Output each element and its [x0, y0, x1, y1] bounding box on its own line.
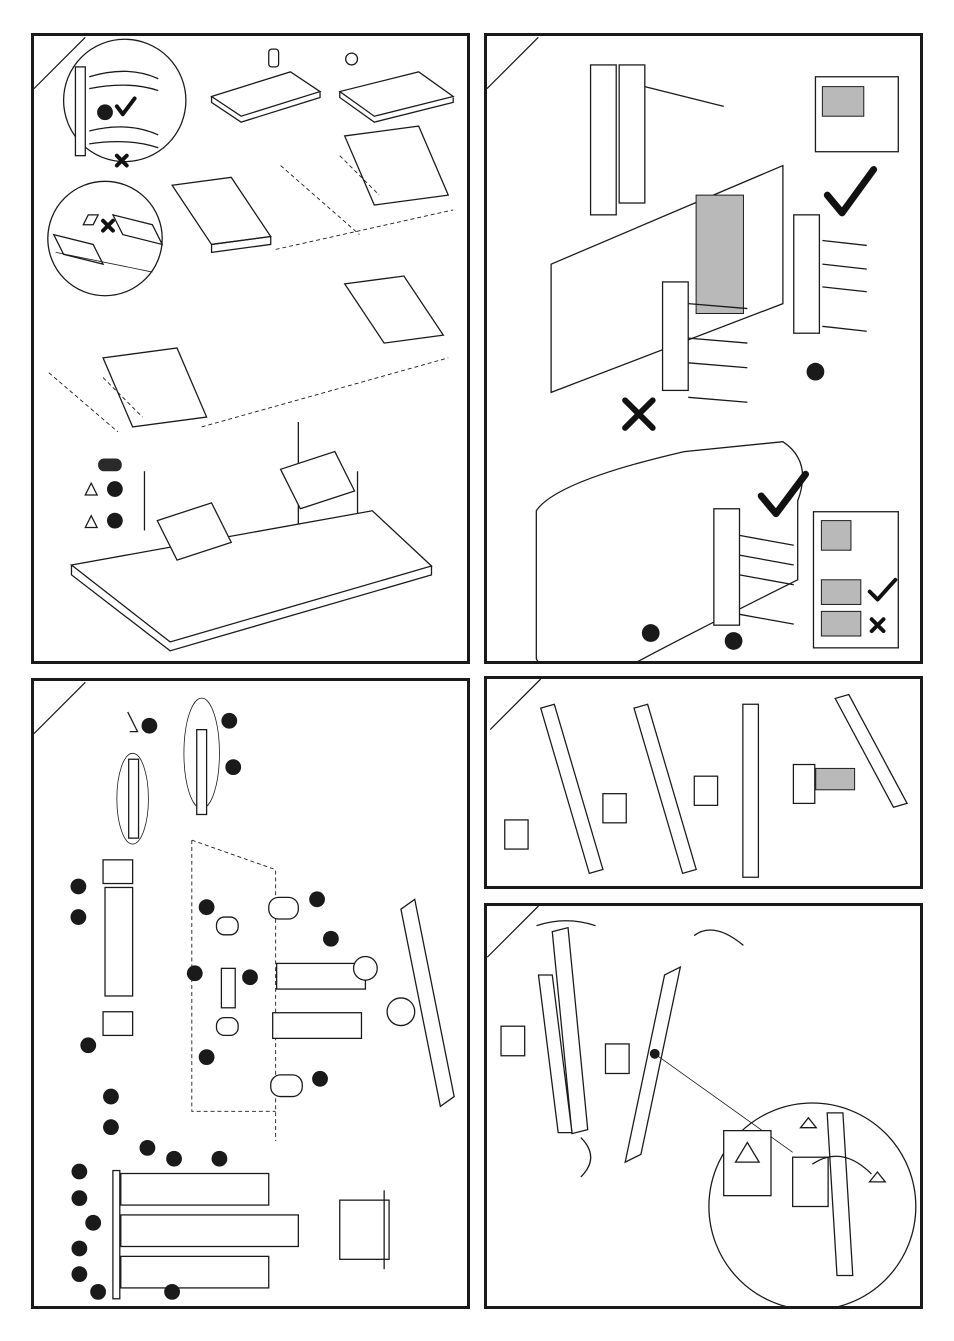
- part-marker: [140, 1140, 156, 1156]
- part-marker: [312, 1071, 328, 1087]
- part-marker: [199, 1049, 215, 1065]
- tilt-adjust-illustration: [487, 906, 920, 1306]
- assembled-lower-arm: [121, 1256, 269, 1288]
- part-marker: [309, 891, 325, 907]
- part-marker-pill: [98, 458, 122, 471]
- check-mark-icon: [827, 169, 873, 212]
- part-marker: [142, 718, 158, 734]
- wall-plate-illustration: [487, 36, 920, 661]
- panel-tv-bracket-assembly: [31, 33, 470, 664]
- part-marker: [71, 1190, 87, 1206]
- panel-wall-plate-mounting: [484, 33, 923, 664]
- warning-triangle-icon: [83, 215, 98, 225]
- tv-frame-1: [541, 704, 603, 873]
- check-mark-icon: [117, 98, 135, 114]
- part-marker: [187, 965, 203, 981]
- warning-triangle-icon: [85, 516, 97, 528]
- x-mark-icon: [103, 221, 113, 231]
- tv-rail-left: [172, 177, 271, 244]
- tv-frame-tilt-2: [625, 967, 680, 1162]
- arm-mount-4: [793, 765, 814, 804]
- panel-tilt-adjust: [484, 903, 923, 1309]
- wall-plate-side: [591, 65, 617, 215]
- assembled-upper-arm: [121, 1174, 269, 1206]
- part-marker: [107, 513, 123, 529]
- part-marker: [71, 1241, 87, 1257]
- part-marker: [107, 481, 123, 497]
- tv-frame-3: [743, 704, 759, 877]
- tv-frame-4: [835, 695, 907, 808]
- lock-pad: [724, 1131, 771, 1196]
- part-marker: [90, 1284, 106, 1300]
- wall-plate: [105, 887, 133, 995]
- tv-rail-right: [345, 126, 449, 205]
- part-marker: [164, 1284, 180, 1300]
- part-marker: [225, 759, 241, 775]
- lock-rail: [827, 1113, 853, 1276]
- x-mark-icon: [117, 156, 127, 166]
- lower-arm: [273, 1013, 362, 1039]
- upper-arm: [277, 963, 366, 989]
- tilt-arrow-left: [537, 921, 596, 926]
- part-marker: [199, 899, 215, 915]
- assembled-middle-arm: [121, 1215, 299, 1247]
- part-marker: [242, 969, 258, 985]
- arm-assembly-illustration: [34, 681, 467, 1306]
- part-marker: [71, 1266, 87, 1282]
- part-marker: [166, 1151, 182, 1167]
- panel-arm-assembly: [31, 678, 470, 1309]
- tv-bracket-illustration: [34, 36, 467, 661]
- part-marker: [103, 1089, 119, 1105]
- part-marker: [212, 1151, 228, 1167]
- part-marker: [642, 624, 660, 642]
- part-marker: [103, 1119, 119, 1135]
- tv-frame-2: [634, 704, 696, 873]
- part-marker: [323, 931, 339, 947]
- hang-tv-illustration: [487, 679, 920, 886]
- wooden-stud: [696, 195, 743, 313]
- tv-body: [71, 511, 431, 642]
- x-mark-icon: [625, 400, 653, 428]
- part-marker: [70, 879, 86, 895]
- panel-hang-tv: [484, 676, 923, 889]
- concrete-wall-block: [536, 442, 802, 661]
- part-marker: [97, 104, 113, 120]
- wall-plate-front: [619, 65, 645, 203]
- part-marker: [71, 1164, 87, 1180]
- part-marker: [807, 363, 825, 381]
- part-marker: [725, 632, 743, 650]
- part-marker: [70, 909, 86, 925]
- part-marker: [80, 1037, 96, 1053]
- part-marker: [221, 713, 237, 729]
- part-marker: [85, 1215, 101, 1231]
- warning-triangle-icon: [85, 483, 97, 495]
